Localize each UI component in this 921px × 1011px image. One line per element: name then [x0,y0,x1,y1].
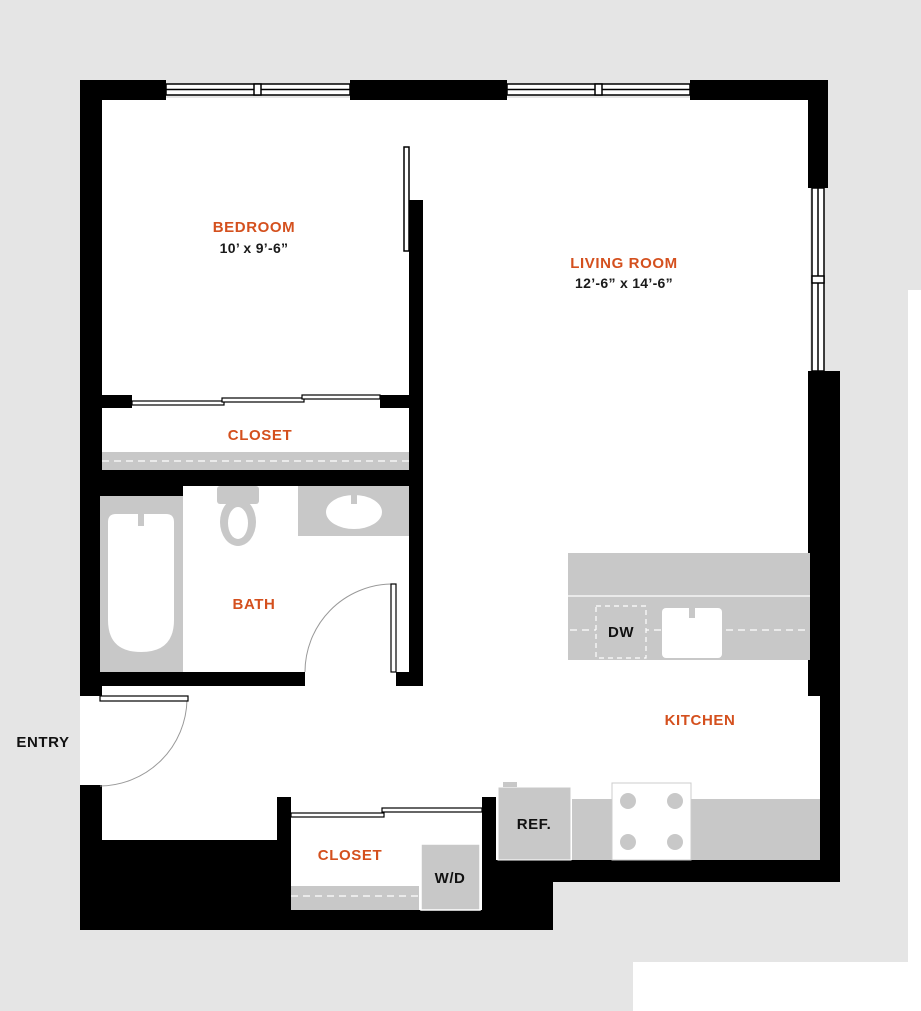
wall-bottom-left [80,840,290,930]
window-bedroom [165,83,351,96]
stove-cooktop [611,782,692,861]
wall-top-right [690,80,828,100]
entry-closet [290,807,483,911]
wall-bath-east [409,470,423,686]
wall-bedroom-closet-right [380,395,410,408]
window-living-side [811,187,825,372]
wall-bedroom-east [409,200,423,470]
bedroom-door [403,146,410,252]
living-room-dimensions: 12’-6” x 14’-6” [575,275,673,291]
bathtub [100,496,183,672]
kitchen-counter-lower [497,782,820,861]
bedroom-closet-name: CLOSET [228,427,292,444]
entry-door [99,695,189,787]
wall-bath-south-left [100,672,305,686]
wall-bath-tub-divider [100,486,183,496]
windows [165,83,825,372]
window-living-top [506,83,691,96]
bath-door [304,583,397,673]
bedroom-closet-sliding-doors [131,394,381,406]
wall-entry-closet-left [277,797,291,930]
wall-right-kitchen [820,690,840,880]
wall-bottom-step [496,860,553,930]
bedroom-dimensions: 10’ x 9’-6” [220,240,289,256]
bedroom-closet [102,394,409,470]
kitchen-counter-upper [568,553,810,660]
wall-right-lower [808,371,840,696]
refrigerator-label: REF. [517,816,552,833]
bath-vanity [298,486,409,536]
dishwasher [595,605,647,659]
wall-left-upper [80,80,102,695]
entry-closet-name: CLOSET [318,847,382,864]
refrigerator [497,782,572,861]
bedroom-name: BEDROOM [213,219,296,236]
living-room-name: LIVING ROOM [570,255,677,272]
wall-bottom-kitchen [496,860,840,882]
entry-label: ENTRY [16,734,69,751]
walls [80,80,840,930]
wall-closet-bath-divider [100,470,423,486]
bath-name: BATH [233,596,276,613]
wall-right-upper [808,80,828,188]
wall-bath-south-right [396,672,423,686]
wall-entry-stub [80,686,102,696]
exterior-right-white [908,290,921,962]
kitchen-name: KITCHEN [665,712,736,729]
washer-dryer-label: W/D [435,870,466,887]
bath-fixtures [100,486,409,672]
exterior-corner-white [633,962,921,1011]
wall-bedroom-closet-left [100,395,132,408]
floor [80,98,820,910]
toilet [217,486,259,546]
dishwasher-label: DW [608,624,634,641]
washer-dryer [420,843,481,911]
entry-closet-sliding-doors [290,807,483,818]
kitchen-sink [662,600,722,658]
wall-top-middle [350,80,507,100]
wall-entry-closet-right [482,797,496,930]
